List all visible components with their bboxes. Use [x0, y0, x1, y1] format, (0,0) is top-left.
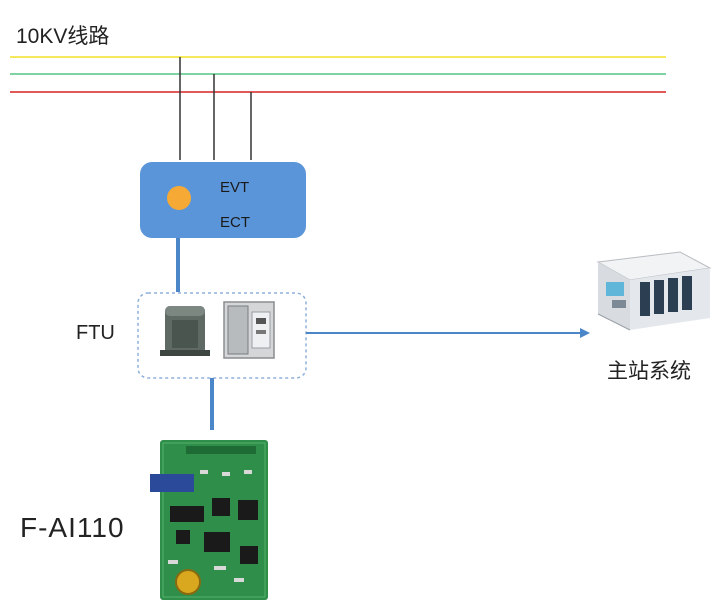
link-arrowhead [580, 328, 590, 338]
sensor-box [140, 162, 306, 238]
evt-label: EVT [220, 179, 249, 196]
pcb-board-image [150, 440, 268, 600]
diagram-title: 10KV线路 [16, 25, 110, 48]
ftu-box [137, 292, 307, 379]
ect-label: ECT [220, 214, 250, 231]
sensor-indicator-dot [167, 186, 191, 210]
master-station-icon [596, 251, 712, 331]
board-label: F-AI110 [20, 512, 125, 543]
ftu-label: FTU [76, 322, 115, 344]
ftu-cabinet-icon [223, 301, 275, 359]
master-station-label: 主站系统 [607, 360, 691, 383]
ftu-cylinder-icon [160, 306, 210, 356]
